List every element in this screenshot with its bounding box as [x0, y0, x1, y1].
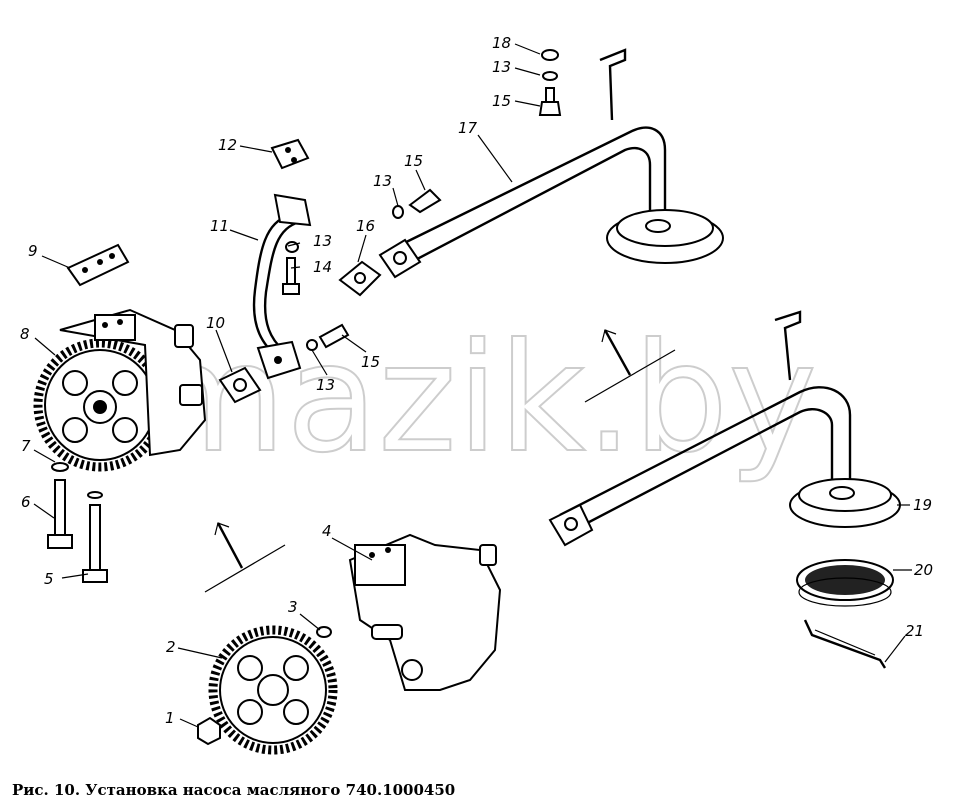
assembly-arrow-upper	[584, 329, 676, 403]
bolt-15-mid	[318, 323, 350, 349]
washer-7	[51, 462, 69, 472]
callout-20: 20	[914, 561, 933, 579]
callout-13-c: 13	[373, 172, 392, 190]
flange-12	[270, 138, 310, 170]
callout-13-b: 13	[316, 376, 335, 394]
callout-11: 11	[210, 217, 229, 235]
callout-16: 16	[356, 217, 375, 235]
callout-19: 19	[913, 496, 932, 514]
callout-3: 3	[288, 598, 298, 616]
bolt-15-top	[538, 87, 562, 116]
bolt-5	[82, 491, 108, 583]
bolt-15-upper	[408, 188, 442, 214]
callout-7: 7	[21, 437, 31, 455]
bolt-14	[282, 257, 300, 295]
callout-5: 5	[44, 570, 54, 588]
pump-body-8	[59, 308, 207, 457]
callout-4: 4	[322, 522, 332, 540]
callout-2: 2	[166, 638, 176, 656]
callout-9: 9	[28, 242, 38, 260]
callout-13-d: 13	[492, 58, 511, 76]
gear-2	[208, 625, 338, 755]
washer-13-c	[392, 205, 404, 219]
plate-9	[66, 243, 130, 287]
oil-tube-11	[252, 193, 312, 380]
strainer-20	[796, 559, 894, 607]
gasket-16	[338, 260, 382, 297]
callout-8: 8	[20, 325, 30, 343]
figure-caption: Рис. 10. Установка насоса масляного 740.…	[12, 781, 455, 799]
callout-21: 21	[905, 622, 924, 640]
callout-14: 14	[313, 258, 332, 276]
callout-13-a: 13	[313, 232, 332, 250]
callout-18: 18	[492, 34, 511, 52]
oil-pump-4	[348, 533, 502, 691]
gasket-10	[218, 366, 262, 404]
callout-15-b: 15	[404, 152, 423, 170]
watermark: mazik.by	[140, 312, 817, 486]
gear-8	[33, 338, 167, 472]
washer-13-b	[306, 339, 318, 351]
callout-17: 17	[458, 119, 478, 137]
washer-13-d	[542, 71, 558, 81]
clip-21	[803, 619, 887, 669]
key-3	[316, 626, 332, 638]
intake-pipe-19	[548, 310, 901, 547]
callout-1: 1	[165, 709, 175, 727]
nut-18	[541, 49, 559, 61]
bolt-6	[47, 479, 73, 549]
callout-6: 6	[21, 493, 31, 511]
callout-15-c: 15	[492, 92, 511, 110]
leader-lines	[33, 43, 912, 728]
assembly-arrow-lower	[204, 522, 286, 593]
callout-10: 10	[206, 314, 225, 332]
nut-1	[197, 716, 221, 746]
intake-pipe-17	[378, 48, 724, 279]
callout-15-a: 15	[361, 353, 380, 371]
callout-12: 12	[218, 136, 237, 154]
